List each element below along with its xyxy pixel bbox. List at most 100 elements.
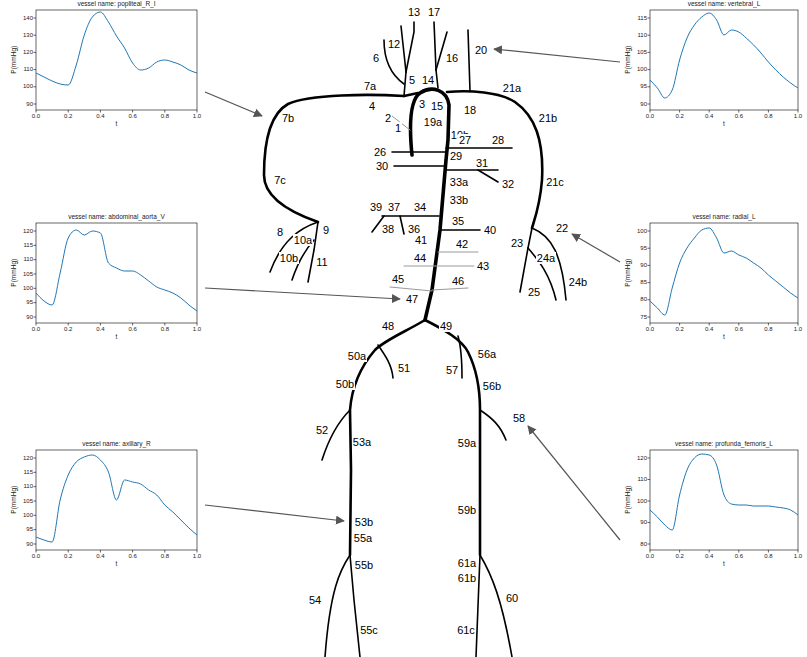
tick-label: 90 <box>26 314 33 321</box>
tick-label: 0.2 <box>675 553 683 560</box>
tick-mark <box>648 544 651 545</box>
callout-number: 52 <box>315 424 329 437</box>
tick-mark <box>679 550 680 553</box>
tick-label: 80 <box>640 541 647 548</box>
tick-mark <box>197 550 198 553</box>
tick-label: 120 <box>23 455 33 462</box>
branch-artery <box>270 22 566 657</box>
tick-label: 80 <box>640 296 647 303</box>
branch-artery <box>480 410 506 440</box>
tick-label: 1.0 <box>193 113 201 120</box>
callout-number: 55a <box>353 532 373 545</box>
tick-label: 140 <box>23 15 33 22</box>
callout-number: 29 <box>449 150 463 163</box>
plot-title: vessel name: vertebral_L <box>688 0 761 7</box>
tick-label: 0.6 <box>128 553 136 560</box>
callout-number: 24b <box>568 276 588 289</box>
plot-title: vessel name: profunda_femoris_L <box>675 440 773 447</box>
tick-mark <box>132 110 133 113</box>
tick-mark <box>34 544 37 545</box>
minor-artery <box>404 266 436 267</box>
plot-graphic <box>622 440 804 568</box>
plot-frame <box>650 223 798 323</box>
plot-title: vessel name: radial_L <box>692 213 755 220</box>
callout-number: 55b <box>354 559 374 572</box>
plot-title: vessel name: axillary_R <box>82 440 151 447</box>
callout-number: 58 <box>512 412 526 425</box>
tick-label: 75 <box>640 314 647 321</box>
tick-mark <box>709 550 710 553</box>
tick-mark <box>34 302 37 303</box>
callout-number: 48 <box>381 320 395 333</box>
pointer-arrow <box>205 49 620 540</box>
tick-label: 120 <box>23 49 33 56</box>
pressure-curve <box>650 13 798 98</box>
minor-artery <box>432 288 468 290</box>
tick-label: 100 <box>23 285 33 292</box>
callout-number: 33a <box>449 176 469 189</box>
branch-artery <box>476 555 480 657</box>
callout-number: 38 <box>381 223 395 236</box>
callout-number: 25 <box>527 286 541 299</box>
callout-number: 19a <box>423 116 443 129</box>
tick-mark <box>768 110 769 113</box>
tick-mark <box>34 69 37 70</box>
tick-mark <box>132 550 133 553</box>
tick-mark <box>34 317 37 318</box>
plot-frame <box>650 450 798 550</box>
tick-mark <box>798 110 799 113</box>
plot-panel: vessel name: radial_LP(mmHg)t0.00.20.40.… <box>622 213 804 341</box>
tick-label: 0.6 <box>735 113 743 120</box>
tick-mark <box>100 323 101 326</box>
tick-mark <box>738 110 739 113</box>
minor-artery <box>390 287 432 291</box>
tick-mark <box>34 245 37 246</box>
tick-mark <box>648 265 651 266</box>
tick-label: 0.2 <box>675 113 683 120</box>
axis-label: t <box>723 120 725 127</box>
tick-mark <box>68 110 69 113</box>
tick-mark <box>34 35 37 36</box>
branch-artery <box>446 169 498 171</box>
tick-label: 90 <box>640 519 647 526</box>
tick-label: 110 <box>23 256 33 263</box>
callout-number: 7c <box>273 174 287 187</box>
plot-panel: vessel name: abdominal_aorta_VP(mmHg)t0.… <box>8 213 203 341</box>
aorta <box>411 89 449 320</box>
callout-number: 11 <box>315 256 328 269</box>
tick-label: 0.2 <box>64 553 72 560</box>
callout-number: 4 <box>368 100 376 113</box>
tick-label: 0.0 <box>32 553 40 560</box>
axis-label: P(mmHg) <box>624 259 631 287</box>
tick-label: 105 <box>23 271 33 278</box>
plot-graphic <box>8 213 203 341</box>
callout-number: 3 <box>418 98 426 111</box>
callout-number: 32 <box>501 178 515 191</box>
callout-number: 61b <box>457 572 477 585</box>
tick-label: 95 <box>26 526 33 533</box>
tick-mark <box>34 231 37 232</box>
callout-number: 21a <box>502 82 522 95</box>
tick-mark <box>648 104 651 105</box>
callout-number: 43 <box>476 260 490 273</box>
callout-number: 56b <box>482 380 502 393</box>
tick-mark <box>679 323 680 326</box>
tick-label: 115 <box>23 242 33 249</box>
branch-artery <box>406 22 414 72</box>
axis-label: t <box>116 560 118 567</box>
callout-number: 61a <box>457 557 477 570</box>
callout-number: 60 <box>505 592 519 605</box>
tick-label: 115 <box>637 15 647 22</box>
tick-label: 0.8 <box>161 326 169 333</box>
axis-label: t <box>116 120 118 127</box>
tick-mark <box>34 52 37 53</box>
tick-mark <box>34 288 37 289</box>
tick-mark <box>34 472 37 473</box>
tick-mark <box>648 231 651 232</box>
tick-mark <box>164 323 165 326</box>
branch-artery <box>528 228 532 248</box>
callout-number: 42 <box>455 238 469 251</box>
callout-number: 14 <box>421 74 435 87</box>
tick-mark <box>34 515 37 516</box>
callout-number: 56a <box>477 348 497 361</box>
